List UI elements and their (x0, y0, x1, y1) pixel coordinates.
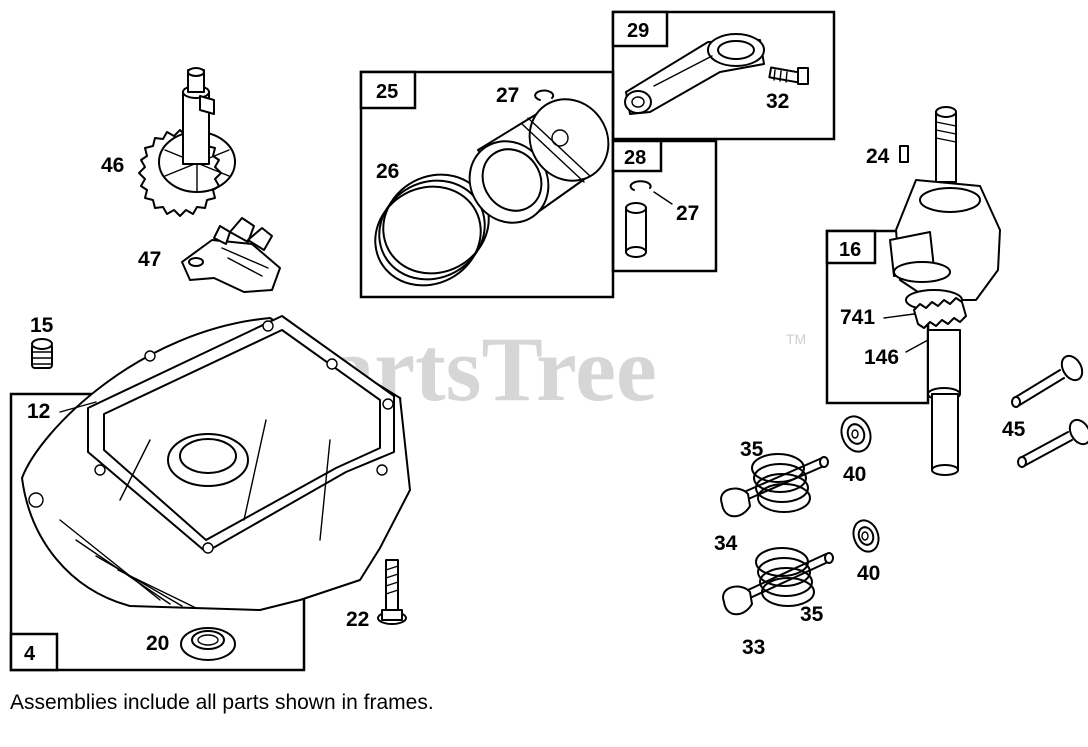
part-47-governor-bracket[interactable] (181, 217, 281, 293)
part-20-oil-seal[interactable] (180, 627, 236, 661)
part-label-146: 146 (864, 346, 899, 369)
assembly-footnote: Assemblies include all parts shown in fr… (10, 691, 434, 714)
frame-29-number: 29 (627, 20, 649, 42)
frame-29-tab (611, 10, 669, 48)
part-label-20: 20 (146, 632, 169, 655)
part-34-exhaust-valve[interactable] (720, 456, 829, 518)
part-label-40-lower: 40 (857, 562, 880, 585)
part-label-12: 12 (27, 400, 50, 423)
part-label-34: 34 (714, 532, 738, 555)
part-label-24: 24 (866, 145, 890, 168)
part-label-35-upper: 35 (740, 438, 764, 461)
part-4-crankcase-cover[interactable] (21, 315, 411, 611)
frame-28-number: 28 (624, 147, 646, 169)
part-label-46: 46 (101, 154, 124, 177)
part-35-valve-spring-lower[interactable] (755, 547, 815, 607)
part-45-tappet-lower[interactable] (1017, 416, 1088, 468)
part-27-pin-retainer[interactable] (629, 180, 652, 191)
part-15-plug[interactable] (31, 338, 53, 369)
part-40-retainer-upper[interactable] (837, 412, 876, 455)
frame-4-number: 4 (24, 643, 36, 665)
part-46-cam-gear[interactable] (138, 67, 236, 217)
part-label-32: 32 (766, 90, 789, 113)
frame-16-tab (825, 229, 877, 265)
part-28-piston-pin[interactable] (625, 202, 647, 258)
frame-4-tab (9, 632, 59, 672)
part-40-retainer-lower[interactable] (849, 517, 882, 555)
watermark-trademark: TM (786, 331, 806, 347)
part-label-27-pin: 27 (676, 202, 699, 225)
frame-16-number: 16 (839, 239, 861, 261)
part-32-rod-bolt[interactable] (768, 66, 809, 85)
part-label-27-piston: 27 (496, 84, 519, 107)
part-label-35-lower: 35 (800, 603, 824, 626)
part-label-26: 26 (376, 160, 399, 183)
frame-28[interactable] (611, 139, 718, 273)
part-24-key[interactable] (899, 145, 909, 163)
part-label-40-upper: 40 (843, 463, 866, 486)
frame-25-tab (359, 70, 417, 110)
part-35-valve-spring-upper[interactable] (751, 453, 811, 513)
part-27-retaining-ring[interactable] (534, 89, 555, 101)
frame-28-tab (611, 139, 663, 173)
part-29-connecting-rod[interactable] (624, 33, 765, 115)
part-label-33: 33 (742, 636, 765, 659)
part-45-tappet-upper[interactable] (1011, 352, 1086, 408)
part-label-22: 22 (346, 608, 369, 631)
frame-29[interactable] (611, 10, 836, 141)
part-22-bolt[interactable] (377, 559, 407, 625)
part-33-intake-valve[interactable] (722, 552, 834, 616)
part-label-47: 47 (138, 248, 161, 271)
part-label-741: 741 (840, 306, 875, 329)
part-piston[interactable] (454, 84, 624, 238)
part-label-45: 45 (1002, 418, 1026, 441)
part-label-15: 15 (30, 314, 54, 337)
part-16-crankshaft[interactable] (889, 106, 1001, 476)
frame-25-number: 25 (376, 81, 398, 103)
